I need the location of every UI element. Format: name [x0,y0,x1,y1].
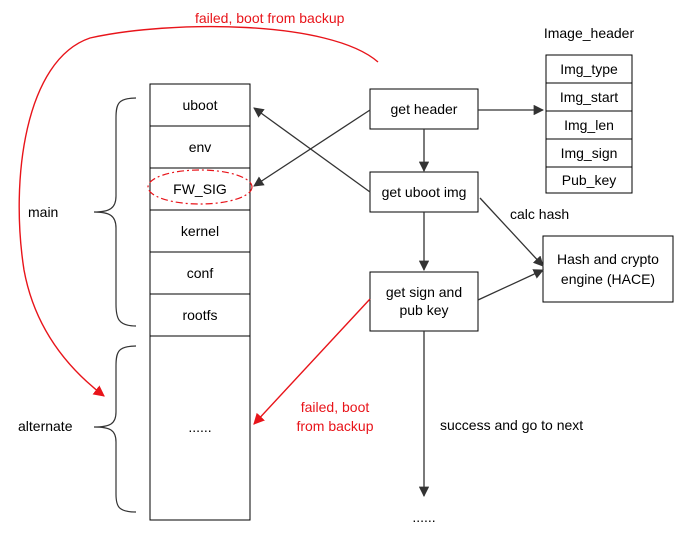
arrow-header-to-fwsig [253,109,371,187]
partition-env: env [189,139,212,155]
failure-label-line2: from backup [296,418,373,434]
success-label: success and go to next [440,417,583,433]
get-uboot-img-label: get uboot img [382,184,467,200]
fw-sig-highlight [147,169,253,205]
failure-arrow [253,298,371,425]
partition-uboot: uboot [182,97,217,113]
partition-rootfs: rootfs [182,307,217,323]
arrow-uboot-img-to-uboot [253,107,371,193]
image-header-table: Img_type Img_start Img_len Img_sign Pub_… [545,54,633,194]
field-img-len: Img_len [564,117,614,133]
get-uboot-img-box [369,171,479,213]
top-failure-label: failed, boot from backup [195,10,345,26]
arrow-sign-to-hace [477,269,544,301]
calc-hash-label: calc hash [510,206,569,222]
hace-label-line1: Hash and crypto [557,251,659,267]
get-sign-label-line1: get sign and [386,284,462,300]
field-img-type: Img_type [560,61,618,77]
top-failure-arrow [18,25,379,397]
alternate-ellipsis: ...... [188,419,211,435]
flash-column [149,83,251,521]
flash-layout: uboot env FW_SIG kernel conf rootfs ....… [147,83,253,521]
table-row [545,82,633,112]
field-img-start: Img_start [560,89,618,105]
main-brace [93,97,137,327]
table-row [545,166,633,194]
table-row [545,54,633,84]
hace-label-line2: engine (HACE) [561,271,655,287]
table-row [545,138,633,168]
partition-kernel: kernel [181,223,219,239]
alternate-brace [93,345,137,513]
get-sign-label-line2: pub key [399,302,448,318]
alternate-label: alternate [18,418,73,434]
get-sign-box [369,271,479,332]
failure-label-line1: failed, boot [301,399,370,415]
main-label: main [28,204,58,220]
image-header-title: Image_header [544,25,635,41]
field-pub-key: Pub_key [562,172,616,188]
arrow-calc-hash [479,197,544,267]
next-ellipsis: ...... [412,509,435,525]
field-img-sign: Img_sign [561,145,618,161]
partition-conf: conf [187,265,214,281]
hace-box [542,235,674,303]
partition-fw-sig: FW_SIG [173,181,227,197]
get-header-label: get header [391,101,458,117]
